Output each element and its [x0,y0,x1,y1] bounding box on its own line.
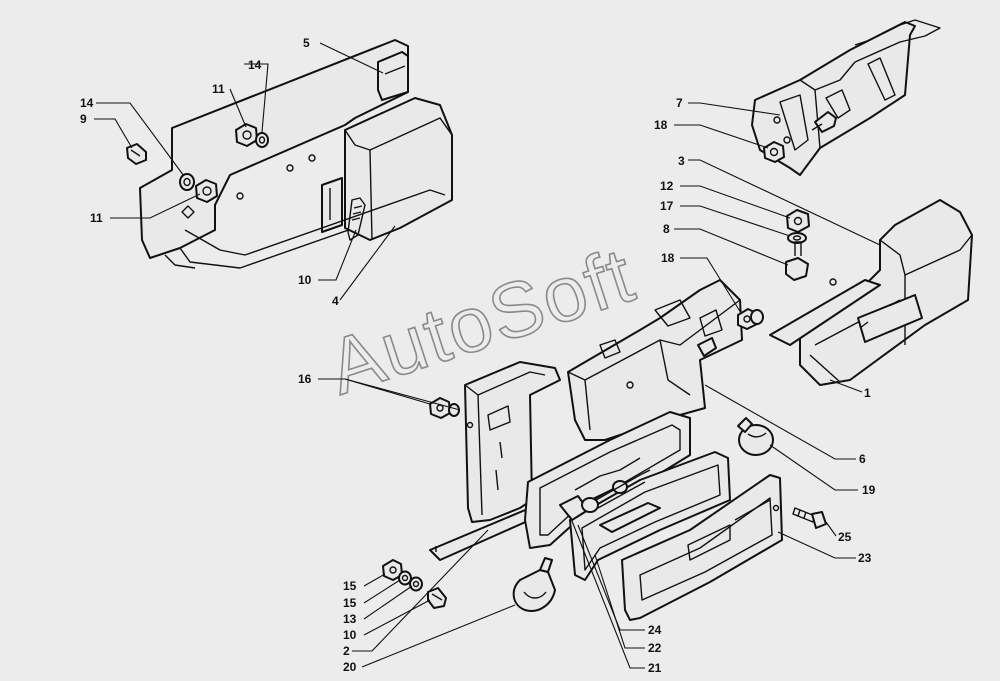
callout-22: 22 [648,641,662,655]
washer-16 [448,403,460,417]
diamond-mark [181,205,195,219]
top-left-assembly [126,39,453,269]
callout-15-b: 15 [343,596,357,610]
bulb-20 [512,557,556,612]
screw-10-top [347,197,366,241]
callout-8: 8 [663,222,670,236]
tail-lamp [512,411,827,621]
callout-19: 19 [862,483,876,497]
callout-14-left: 14 [80,96,94,110]
callout-13: 13 [343,612,357,626]
leader-lines [94,42,881,669]
callout-21: 21 [648,661,662,675]
screw-9 [126,143,147,165]
callout-11-top: 11 [212,82,225,96]
callout-3: 3 [678,154,685,168]
lens-insert [599,502,661,533]
callout-2: 2 [343,644,350,658]
callout-17: 17 [660,199,674,213]
lamp-holder-21 [559,469,651,521]
cover-23 [621,474,783,621]
bolt-18-top [811,111,837,133]
plate-lip [377,51,409,101]
callout-14-top: 14 [248,58,262,72]
nut-11-top [235,123,258,147]
right-assembly [769,199,973,386]
washer-18-right [750,309,764,325]
bolt-stub-6 [697,337,717,357]
callout-10-bottom: 10 [343,628,357,642]
callout-labels: 5 14 11 14 9 11 10 4 7 18 3 12 17 8 18 1… [80,36,876,675]
nut-18-top [763,141,785,163]
small-parts-bottom [382,559,447,609]
lens-frame [569,451,731,581]
nut-12 [786,209,810,233]
callout-7: 7 [676,96,683,110]
washer-17 [787,232,807,244]
screw-25 [792,507,827,529]
screw-10-bottom [427,587,447,609]
top-right-clip [751,19,941,176]
callout-18-top: 18 [654,118,668,132]
callout-23: 23 [858,551,872,565]
right-lamp-housing [799,199,973,386]
callout-24: 24 [648,623,662,637]
nut-16 [429,397,451,419]
callout-11-left: 11 [90,211,103,225]
callout-15-a: 15 [343,579,357,593]
callout-1: 1 [864,386,871,400]
callout-18-right: 18 [661,251,675,265]
callout-12: 12 [660,179,674,193]
callout-4: 4 [332,294,339,308]
washer-13 [409,576,423,592]
bracket-6 [567,279,743,441]
callout-5: 5 [303,36,310,50]
callout-9: 9 [80,112,87,126]
callout-6: 6 [859,452,866,466]
bolt-8 [785,241,809,281]
callout-20: 20 [343,660,357,674]
washer-15 [398,570,412,586]
bulb-19 [737,417,774,456]
central-bracket [567,279,764,441]
callout-10-top: 10 [298,273,312,287]
right-lens [857,294,923,343]
washer-14-top [255,132,269,148]
callout-25: 25 [838,530,852,544]
washer-14-left [179,173,195,191]
nut-11-left [195,179,218,203]
callout-16: 16 [298,372,312,386]
right-mount-rail [769,279,881,346]
housing-clip [321,177,343,233]
